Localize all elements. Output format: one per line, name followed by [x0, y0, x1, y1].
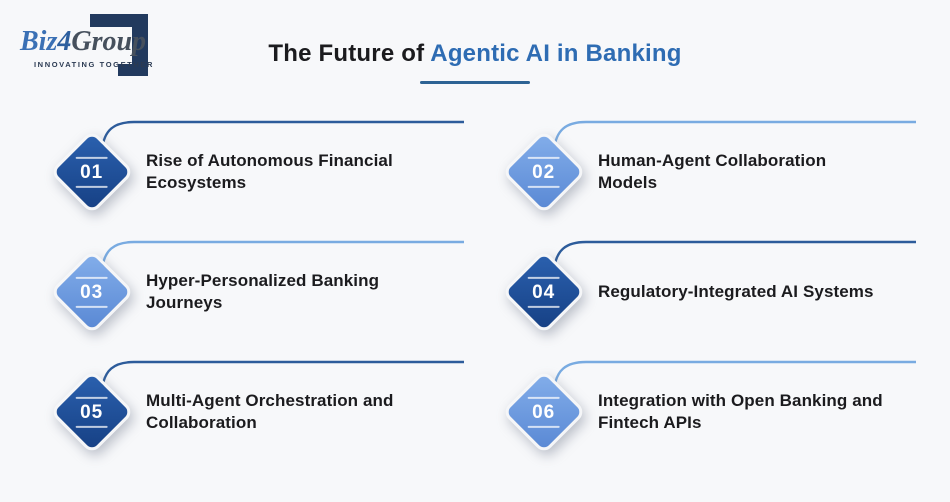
number-rule-top — [76, 396, 108, 399]
number-rule-top — [528, 276, 560, 279]
number-rule-top — [76, 156, 108, 159]
logo-wordmark: Biz4Group — [20, 28, 178, 56]
logo-tagline: INNOVATING TOGETHER — [34, 60, 154, 69]
logo-bracket-icon — [90, 14, 148, 76]
page-title: The Future of Agentic AI in Banking — [0, 0, 950, 68]
item-label: Integration with Open Banking and Fintec… — [598, 390, 883, 432]
items-grid: 01 Rise of Autonomous Financial Ecosyste… — [0, 112, 950, 472]
item-label: Multi-Agent Orchestration and Collaborat… — [146, 390, 394, 432]
logo-word-biz: Biz — [20, 26, 58, 57]
infographic-page: Biz4Group INNOVATING TOGETHER The Future… — [0, 0, 950, 472]
number-rule-top — [528, 396, 560, 399]
number-rule-top — [76, 276, 108, 279]
list-item: 02 Human-Agent Collaboration Models — [496, 112, 920, 232]
title-underline — [420, 81, 530, 84]
diamond-shape: 03 — [49, 249, 135, 335]
step-number: 05 — [80, 401, 104, 423]
list-item: 01 Rise of Autonomous Financial Ecosyste… — [44, 112, 468, 232]
list-item: 03 Hyper-Personalized Banking Journeys — [44, 232, 468, 352]
number-rule-bottom — [528, 305, 560, 308]
step-number-diamond: 04 — [496, 232, 592, 352]
header: Biz4Group INNOVATING TOGETHER The Future… — [0, 0, 950, 112]
step-number-diamond: 06 — [496, 352, 592, 472]
item-label: Rise of Autonomous Financial Ecosystems — [146, 150, 393, 192]
step-number: 01 — [80, 161, 104, 183]
diamond-shape: 01 — [49, 129, 135, 215]
list-item: 04 Regulatory-Integrated AI Systems — [496, 232, 920, 352]
logo-word-digit: 4 — [57, 26, 72, 57]
diamond-shape: 06 — [501, 369, 587, 455]
title-highlight: Agentic AI in Banking — [430, 40, 682, 67]
step-number-diamond: 05 — [44, 352, 140, 472]
title-prefix: The Future of — [268, 40, 431, 67]
step-number: 02 — [532, 161, 556, 183]
item-label: Human-Agent Collaboration Models — [598, 150, 827, 192]
number-rule-bottom — [528, 185, 560, 188]
number-rule-bottom — [76, 185, 108, 188]
step-number: 04 — [532, 281, 556, 303]
step-number: 03 — [80, 281, 104, 303]
number-rule-bottom — [76, 305, 108, 308]
number-rule-top — [528, 156, 560, 159]
diamond-shape: 02 — [501, 129, 587, 215]
step-number-diamond: 02 — [496, 112, 592, 232]
item-label: Regulatory-Integrated AI Systems — [598, 281, 874, 301]
item-label: Hyper-Personalized Banking Journeys — [146, 270, 380, 312]
list-item: 05 Multi-Agent Orchestration and Collabo… — [44, 352, 468, 472]
step-number-diamond: 01 — [44, 112, 140, 232]
logo-word-group: Group — [71, 26, 147, 57]
number-rule-bottom — [76, 425, 108, 428]
biz4group-logo: Biz4Group INNOVATING TOGETHER — [18, 10, 178, 90]
number-rule-bottom — [528, 425, 560, 428]
step-number: 06 — [532, 401, 556, 423]
list-item: 06 Integration with Open Banking and Fin… — [496, 352, 920, 472]
step-number-diamond: 03 — [44, 232, 140, 352]
diamond-shape: 04 — [501, 249, 587, 335]
diamond-shape: 05 — [49, 369, 135, 455]
